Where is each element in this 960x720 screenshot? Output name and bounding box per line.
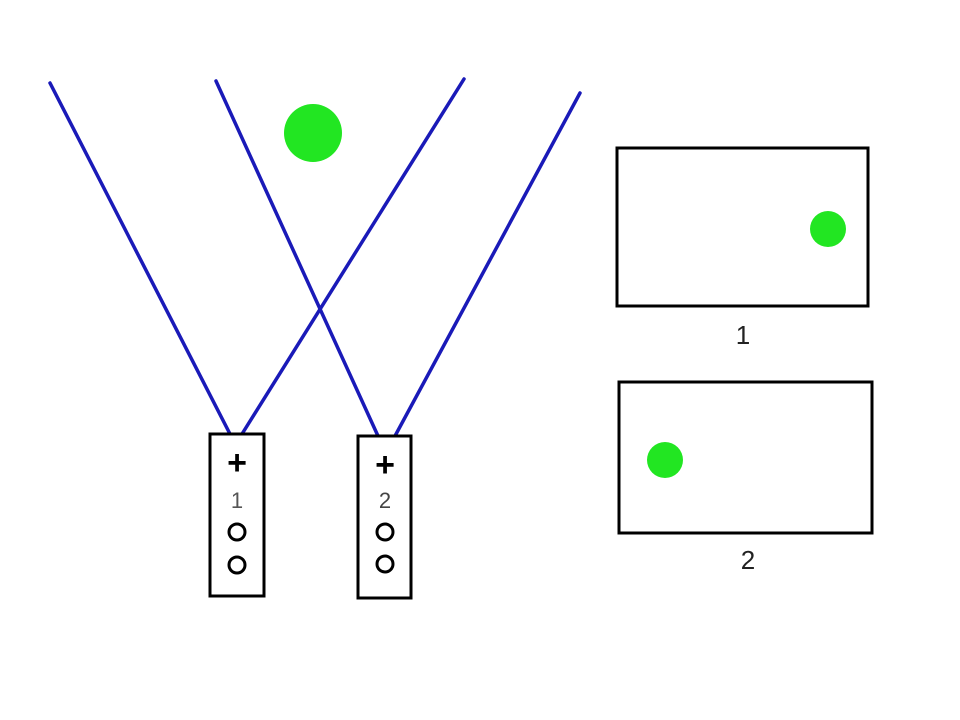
remote-1-plus-symbol: + [227,444,247,482]
remote-2-plus-symbol: + [375,446,395,484]
beam-remote-2-right [393,91,582,438]
remote-1: + 1 [208,432,266,598]
screen-2-ball [647,442,683,478]
remote-1-body [208,432,266,598]
screen-1-ball [810,211,846,247]
remote-2-button-a [375,522,395,542]
beam-remote-2-left [214,79,380,438]
view-beams [48,77,582,438]
remote-2-button-b [375,554,395,574]
screen-1: 1 [615,146,870,350]
target-ball [284,104,342,162]
remote-1-number: 1 [231,488,243,513]
screen-2-label: 2 [741,545,755,575]
screen-1-label: 1 [736,320,750,350]
beam-remote-1-left [48,81,232,436]
remote-2-number: 2 [379,488,391,513]
beam-remote-1-right [240,77,466,436]
remote-2: + 2 [356,434,413,600]
remote-1-button-a [227,522,247,542]
screen-2: 2 [617,380,874,575]
remote-1-button-b [227,555,247,575]
